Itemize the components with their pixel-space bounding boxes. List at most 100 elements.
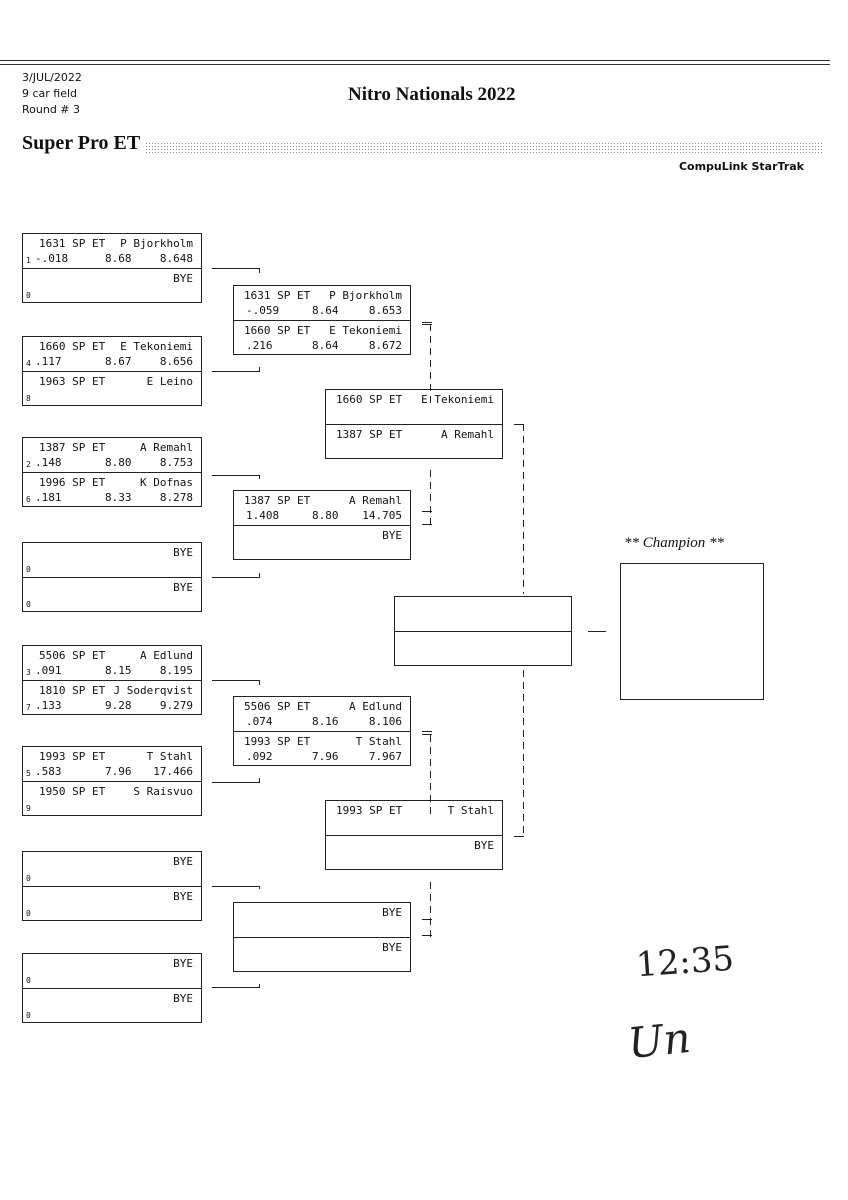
seed-number: 0 [26,1011,31,1020]
reaction-time: .148 [35,456,62,469]
car-number: 1631 SP ET [39,237,106,250]
driver-name: BYE [382,941,402,954]
elapsed-time: 8.648 [159,252,193,265]
lane-b: BYE 0 [23,886,201,921]
driver-name: T Stahl [355,735,402,748]
connector-h [514,424,524,425]
driver-name: BYE [173,992,193,1005]
driver-name: K Dofnas [140,476,193,489]
car-number: 1996 SP ET [39,476,106,489]
handwritten-time: 12:35 [634,938,736,986]
seed-number: 8 [26,394,31,403]
connector-h [422,731,432,732]
connector-v [259,886,260,889]
car-number: 1993 SP ET [244,735,311,748]
champion-box [620,563,764,700]
connector-v [259,984,260,988]
dial-in: 9.28 [105,699,132,712]
car-number: 1993 SP ET [39,750,106,763]
round-label: Round # 3 [22,103,81,116]
car-number: 1387 SP ET [336,428,403,441]
car-number: 1387 SP ET [39,441,106,454]
elapsed-time: 9.279 [159,699,193,712]
top-rule-2 [0,64,830,65]
driver-name: J Soderqvist [113,684,193,697]
elapsed-time: 8.672 [368,339,402,352]
lane-b: BYE [326,835,502,870]
driver-name: BYE [474,839,494,852]
final-lane-a [395,597,571,631]
connector-h [422,324,432,325]
connector-dash [430,324,431,404]
elapsed-time: 8.195 [159,664,193,677]
elapsed-time: 8.656 [159,355,193,368]
driver-name: BYE [173,581,193,594]
car-number: 1660 SP ET [336,393,403,406]
seed-number: 0 [26,874,31,883]
driver-name: P Bjorkholm [329,289,402,302]
elapsed-time: 7.967 [368,750,402,763]
driver-name: P Bjorkholm [120,237,193,250]
driver-name: A Edlund [349,700,402,713]
seed-number: 1 [26,256,31,265]
handwritten-initials: Un [625,1012,693,1069]
dial-in: 8.16 [312,715,339,728]
connector-dash [430,882,431,940]
elapsed-time: 8.653 [368,304,402,317]
connector-h [212,371,260,372]
dial-in: 8.64 [312,304,339,317]
reaction-time: -.018 [35,252,69,265]
seed-number: 4 [26,359,31,368]
connector-h [422,919,432,920]
champion-label: ** Champion ** [624,535,725,551]
car-number: 5506 SP ET [244,700,311,713]
driver-name: E Tekoniemi [421,393,494,406]
car-number: 1810 SP ET [39,684,106,697]
car-number: 5506 SP ET [39,649,106,662]
vendor-label: CompuLink StarTrak [678,160,804,173]
connector-h [514,836,524,837]
final-lane-b [395,631,571,666]
elapsed-time: 14.705 [362,509,402,522]
dial-in: 8.68 [105,252,132,265]
connector-dash [523,670,524,836]
connector-v [259,268,260,273]
seed-number: 5 [26,769,31,778]
reaction-time: .583 [35,765,62,778]
seed-number: 0 [26,600,31,609]
final-box [394,596,572,666]
seed-number: 0 [26,909,31,918]
connector-h [212,987,260,988]
lane-b: 1387 SP ET A Remahl [326,424,502,459]
connector-h [212,268,260,269]
driver-name: BYE [173,272,193,285]
driver-name: T Stahl [447,804,494,817]
dial-in: 8.80 [105,456,132,469]
connector-v [259,475,260,479]
page-title: Nitro Nationals 2022 [348,84,516,105]
lane-b: BYE 0 [23,988,201,1023]
seed-number: 0 [26,565,31,574]
driver-name: A Remahl [441,428,494,441]
driver-name: BYE [173,957,193,970]
reaction-time: .117 [35,355,62,368]
driver-name: BYE [173,890,193,903]
date: 3/JUL/2022 [22,71,82,84]
driver-name: BYE [382,529,402,542]
car-number: 1993 SP ET [336,804,403,817]
connector-h [422,734,432,735]
